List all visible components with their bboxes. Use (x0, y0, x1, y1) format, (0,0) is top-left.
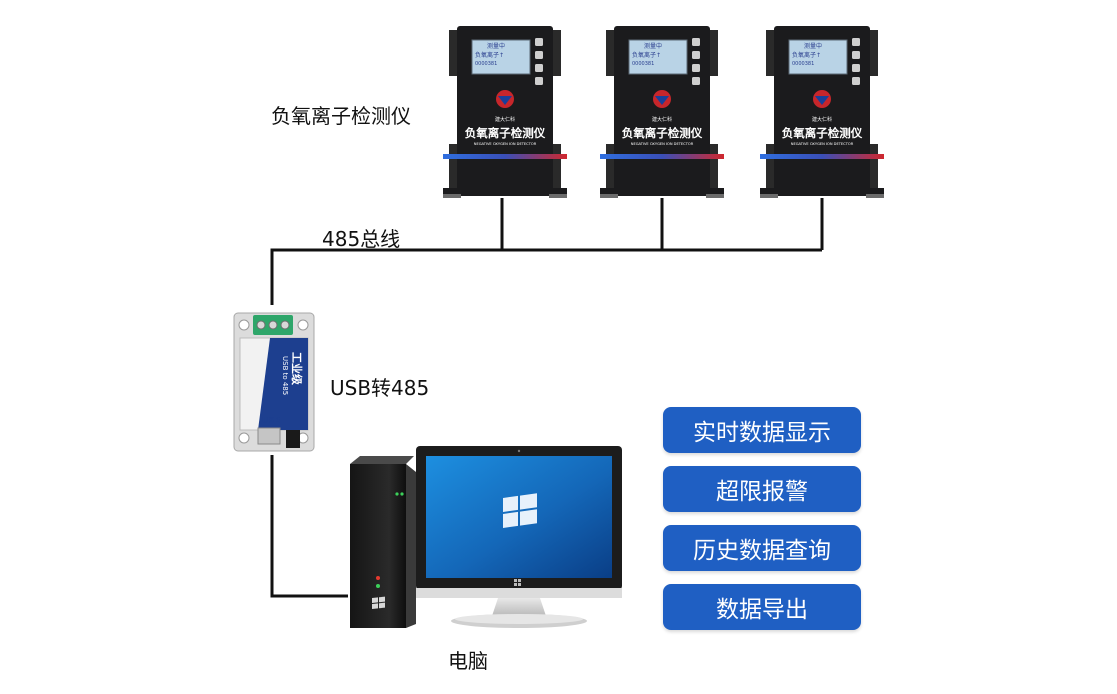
converter-title: 工业级 (290, 352, 304, 386)
screen-line-2: 负氧离子↑ (792, 51, 821, 59)
panel-subtitle: NEGATIVE OXYGEN ION DETECTOR (631, 142, 694, 146)
rs485-bus-lines (270, 198, 824, 598)
converter-usb-label: USB (262, 416, 280, 425)
detector-3 (759, 25, 885, 199)
feature-history-query-button[interactable]: 历史数据查询 (663, 525, 861, 571)
windows-logo-icon (503, 493, 537, 528)
detector-caption: 负氧离子检测仪 (271, 104, 411, 128)
screen-line-1: 测量中 (644, 42, 662, 50)
screen-line-3: 0000381 (792, 61, 814, 67)
panel-title: 负氧离子检测仪 (782, 126, 863, 140)
bus-label: 485总线 (322, 227, 401, 251)
screen-line-3: 0000381 (475, 61, 497, 67)
computer-monitor (416, 446, 622, 628)
screen-line-2: 负氧离子↑ (475, 51, 504, 59)
feature-realtime-display-button[interactable]: 实时数据显示 (663, 407, 861, 453)
detector-1 (442, 25, 568, 199)
panel-title: 负氧离子检测仪 (622, 126, 703, 140)
panel-title: 负氧离子检测仪 (465, 126, 546, 140)
computer-tower (350, 456, 416, 628)
feature-data-export-button[interactable]: 数据导出 (663, 584, 861, 630)
converter-label: USB转485 (330, 376, 430, 400)
brand-label: 建大仁科 (495, 116, 515, 123)
panel-subtitle: NEGATIVE OXYGEN ION DETECTOR (474, 142, 537, 146)
computer-label: 电脑 (448, 649, 488, 673)
converter-model: USB to 485 (281, 356, 289, 395)
usb-485-converter (233, 312, 315, 452)
brand-label: 建大仁科 (812, 116, 832, 123)
detector-2 (599, 25, 725, 199)
screen-line-1: 测量中 (487, 42, 505, 50)
screen-line-1: 测量中 (804, 42, 822, 50)
screen-line-3: 0000381 (632, 61, 654, 67)
screen-line-2: 负氧离子↑ (632, 51, 661, 59)
brand-label: 建大仁科 (652, 116, 672, 123)
panel-subtitle: NEGATIVE OXYGEN ION DETECTOR (791, 142, 854, 146)
feature-over-limit-alarm-button[interactable]: 超限报警 (663, 466, 861, 512)
